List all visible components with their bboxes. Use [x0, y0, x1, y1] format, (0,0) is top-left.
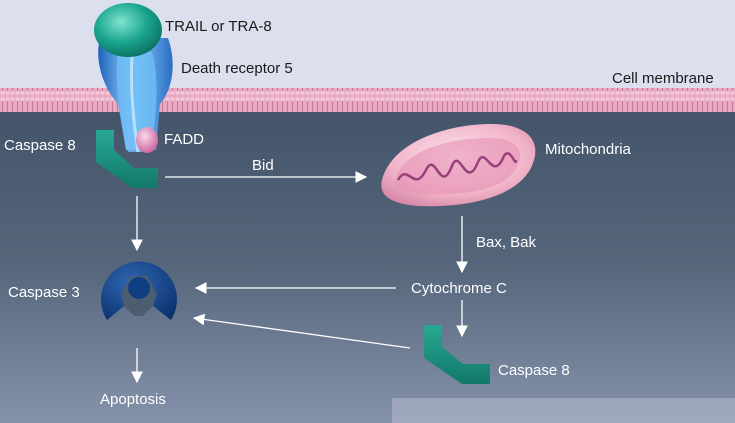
caspase-8-bottom-shape [424, 325, 490, 384]
label-fadd: FADD [164, 131, 205, 148]
caspase-3-shape [100, 261, 178, 320]
arrow-caspase8-to-caspase3 [192, 313, 411, 349]
label-apoptosis: Apoptosis [100, 391, 166, 408]
label-death-receptor: Death receptor 5 [181, 60, 293, 77]
label-caspase-8-top: Caspase 8 [4, 137, 76, 154]
label-caspase-3: Caspase 3 [8, 284, 80, 301]
label-bax-bak: Bax, Bak [476, 234, 537, 251]
label-cytochrome-c: Cytochrome C [411, 280, 507, 297]
bottom-shade [392, 398, 735, 423]
trail-ligand [94, 3, 162, 57]
fadd-protein [136, 127, 158, 153]
label-ligand: TRAIL or TRA-8 [165, 18, 272, 35]
label-cell-membrane: Cell membrane [612, 70, 714, 87]
label-mitochondria: Mitochondria [545, 141, 631, 158]
label-caspase-8-bottom: Caspase 8 [498, 362, 570, 379]
label-bid: Bid [252, 157, 274, 174]
caspase-8-top-shape [96, 130, 158, 188]
mitochondria-organelle [381, 124, 536, 207]
pathway-arrows [131, 171, 468, 384]
